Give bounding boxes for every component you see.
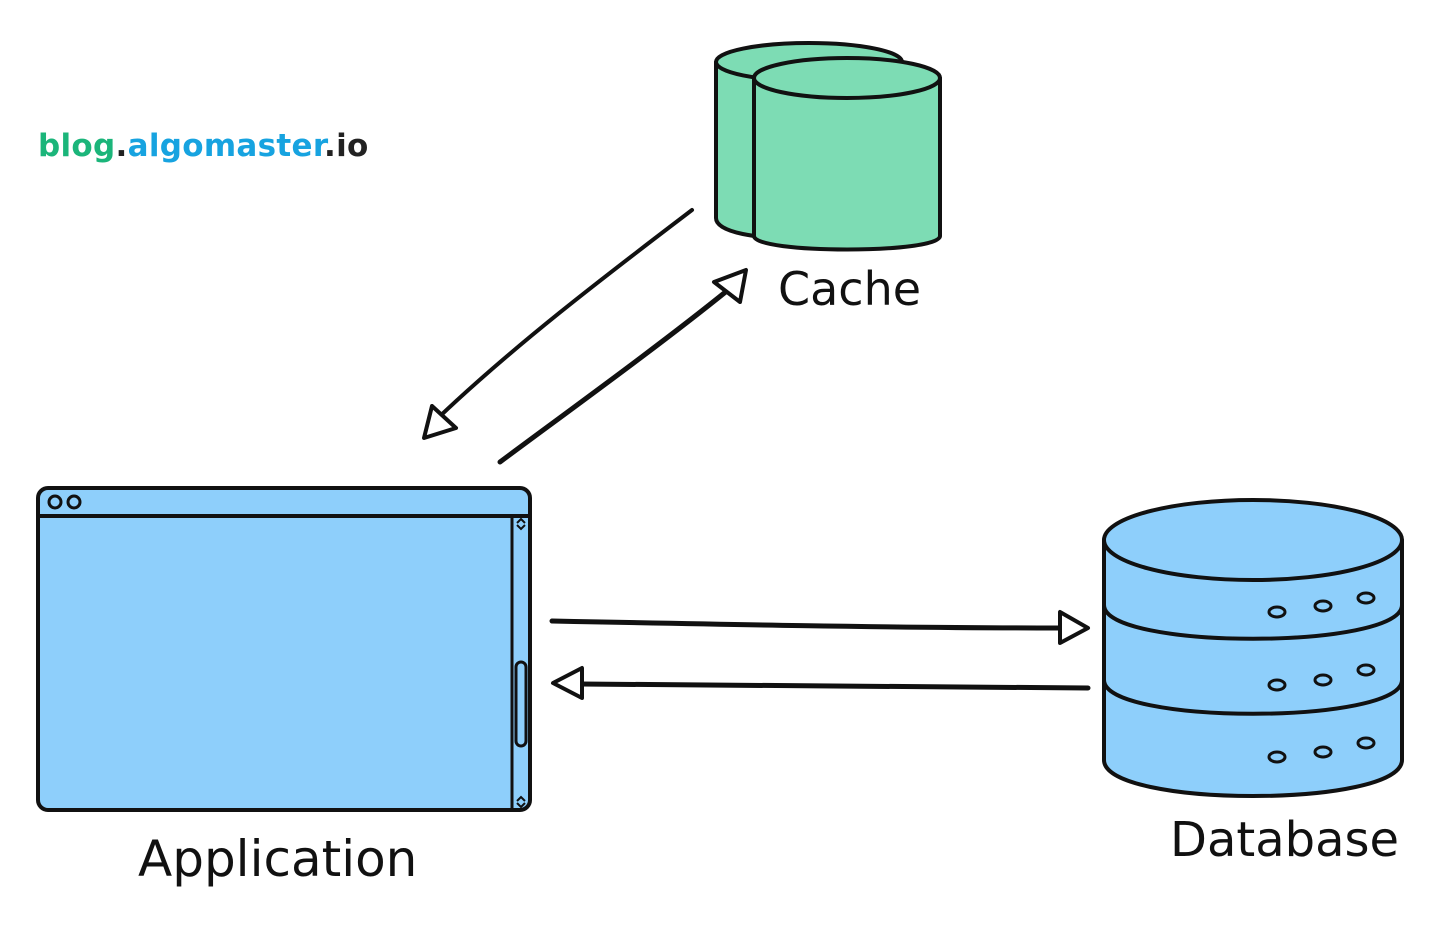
brand-dot-2: . [324, 128, 337, 164]
database-label: Database [1170, 812, 1400, 868]
brand-dot-1: . [115, 128, 128, 164]
db-divider-2 [1102, 679, 1404, 716]
arrow-application-to-database [549, 610, 1090, 645]
scroll-down-icon [516, 795, 526, 809]
database-node [1102, 498, 1404, 798]
arrow-cache-to-application [422, 208, 694, 440]
window-control-2-icon [66, 494, 82, 510]
db-indicator-row-3 [1267, 736, 1376, 764]
application-node [36, 486, 532, 812]
app-window-frame [36, 486, 532, 812]
db-top [1102, 498, 1404, 582]
application-label: Application [138, 830, 418, 888]
brand-io: io [336, 128, 369, 164]
arrow-database-to-application [551, 666, 1091, 700]
db-body [1102, 538, 1404, 798]
scrollbar-thumb [514, 660, 528, 748]
scroll-up-icon [516, 517, 526, 531]
cache-node [714, 41, 942, 252]
db-indicator-row-1 [1267, 591, 1376, 619]
db-indicator-row-2 [1267, 663, 1376, 692]
cache-cylinder-front [752, 56, 942, 252]
cache-label: Cache [778, 262, 922, 316]
db-divider-1 [1102, 604, 1404, 641]
arrow-application-to-cache [497, 268, 748, 465]
window-control-1-icon [47, 494, 63, 510]
brand-logo-text: blog.algomaster.io [38, 128, 369, 164]
brand-blog: blog [38, 128, 116, 164]
brand-algomaster: algomaster [127, 128, 325, 164]
